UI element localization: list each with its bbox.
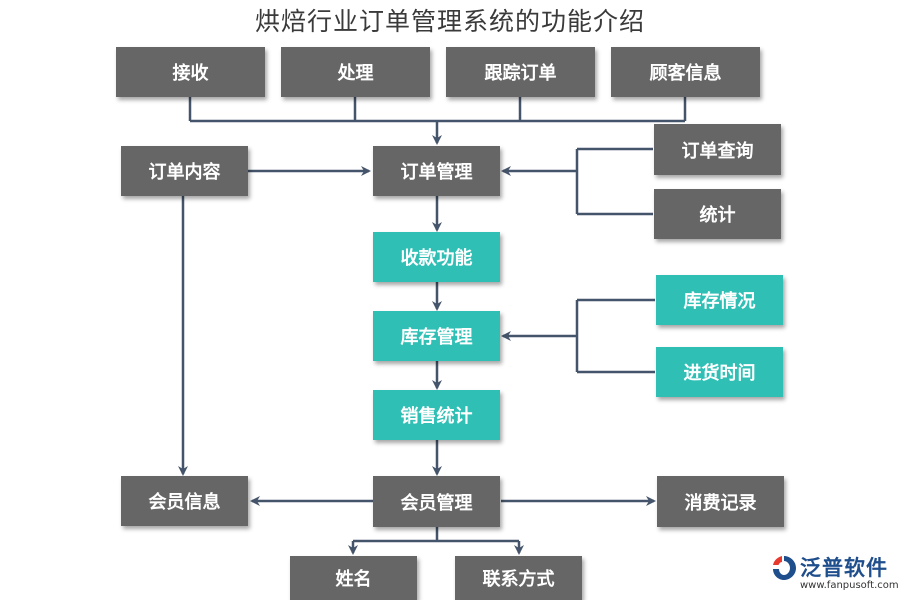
node-contact-method: 联系方式 (455, 556, 582, 600)
logo-url: www.fanpusoft.com (800, 580, 899, 591)
node-inventory-management: 库存管理 (373, 311, 500, 361)
node-order-content: 订单内容 (121, 146, 248, 196)
node-customer-info: 顾客信息 (611, 47, 760, 97)
logo-name: 泛普软件 (800, 556, 888, 580)
node-member-management: 会员管理 (373, 476, 500, 527)
node-receive: 接收 (116, 47, 265, 97)
node-payment-function: 收款功能 (373, 232, 500, 282)
node-track-order: 跟踪订单 (446, 47, 595, 97)
node-name: 姓名 (290, 556, 417, 600)
node-inventory-status: 库存情况 (656, 275, 783, 325)
node-order-management: 订单管理 (373, 146, 500, 196)
node-process: 处理 (281, 47, 430, 97)
node-purchase-time: 进货时间 (656, 347, 783, 397)
brand-logo: 泛普软件 www.fanpusoft.com (770, 552, 899, 598)
node-consumption-record: 消费记录 (657, 476, 784, 527)
node-member-info: 会员信息 (121, 476, 248, 526)
node-statistics: 统计 (654, 189, 781, 239)
node-order-query: 订单查询 (654, 124, 781, 175)
page-title: 烘焙行业订单管理系统的功能介绍 (254, 7, 645, 36)
node-sales-statistics: 销售统计 (373, 390, 500, 440)
fanpu-logo-icon (773, 556, 796, 580)
